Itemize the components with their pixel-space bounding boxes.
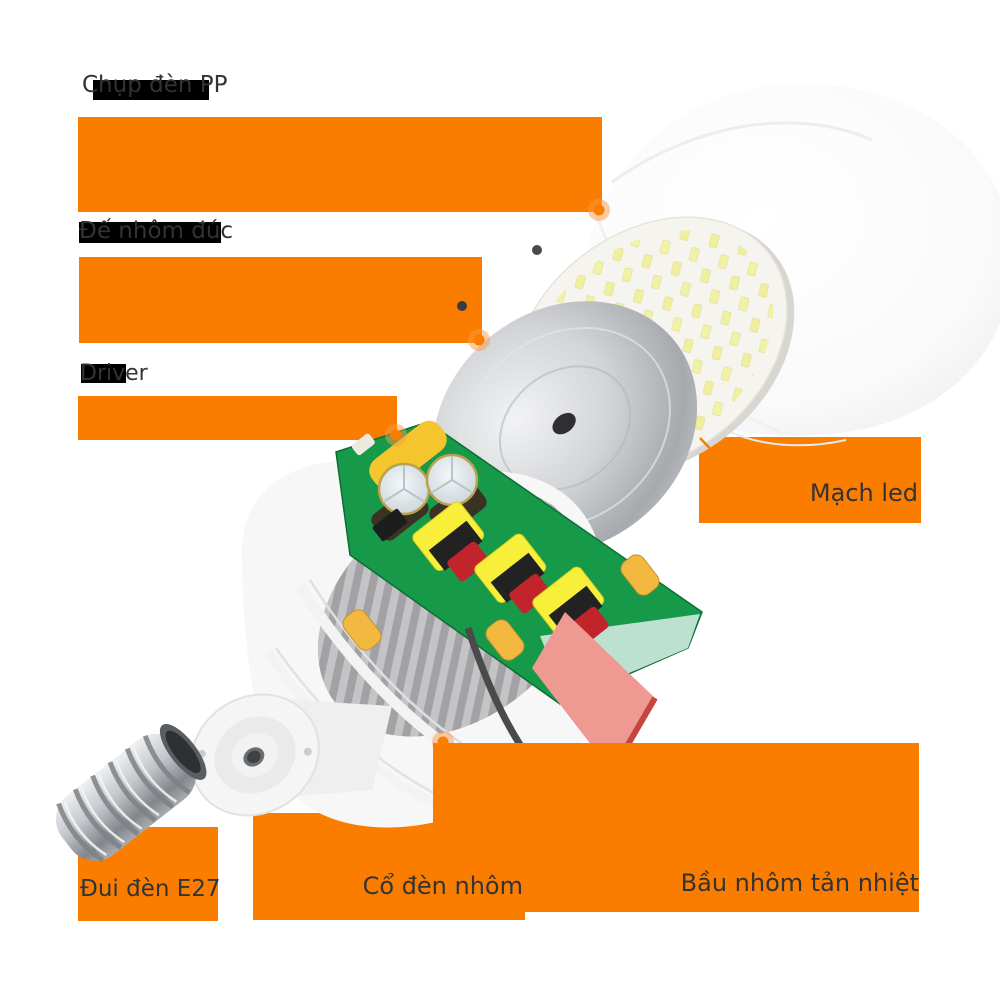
driver-ic-chip bbox=[372, 508, 408, 542]
label-driver: Driver bbox=[80, 361, 148, 386]
driver-capacitor-small-1 bbox=[342, 609, 382, 651]
label-bulb-cover: Chụp đèn PP bbox=[82, 72, 228, 100]
label-text: Đế nhôm đúc bbox=[79, 218, 234, 244]
label-text: Đui đèn E27 bbox=[80, 876, 221, 902]
label-lamp-neck: Cổ đèn nhôm bbox=[363, 872, 523, 900]
label-text: Mạch led bbox=[809, 479, 918, 507]
highlight-block-bulb-cover bbox=[78, 117, 602, 212]
driver-capacitor-small-3 bbox=[620, 554, 660, 596]
label-highlight-box bbox=[93, 80, 209, 100]
label-highlight-box bbox=[81, 364, 126, 383]
label-text: Chụp đèn PP bbox=[82, 72, 228, 98]
highlight-block-heat-sink bbox=[433, 743, 919, 912]
base-disk-hole bbox=[457, 301, 467, 311]
label-text: Cổ đèn nhôm bbox=[362, 872, 523, 900]
label-cast-base: Đế nhôm đúc bbox=[79, 218, 233, 244]
driver-capacitor-small-2 bbox=[485, 619, 525, 661]
label-e27-base: Đui đèn E27 bbox=[80, 876, 221, 902]
highlight-block-led-board bbox=[699, 437, 921, 523]
driver-red-wire bbox=[532, 612, 655, 772]
highlight-block-driver bbox=[78, 396, 397, 440]
label-highlight-box bbox=[79, 222, 221, 243]
lamp-neck-image bbox=[190, 693, 392, 817]
label-text: Driver bbox=[80, 361, 148, 386]
label-text: Bầu nhôm tản nhiệt bbox=[680, 869, 919, 897]
driver-transformer-1 bbox=[412, 501, 489, 582]
driver-transformer-2 bbox=[474, 533, 551, 614]
e27-base-image bbox=[55, 723, 207, 863]
label-led-board: Mạch led bbox=[810, 479, 918, 507]
label-heat-sink: Bầu nhôm tản nhiệt bbox=[681, 869, 919, 897]
highlight-block-cast-base bbox=[79, 257, 482, 343]
driver-connector bbox=[351, 433, 375, 456]
